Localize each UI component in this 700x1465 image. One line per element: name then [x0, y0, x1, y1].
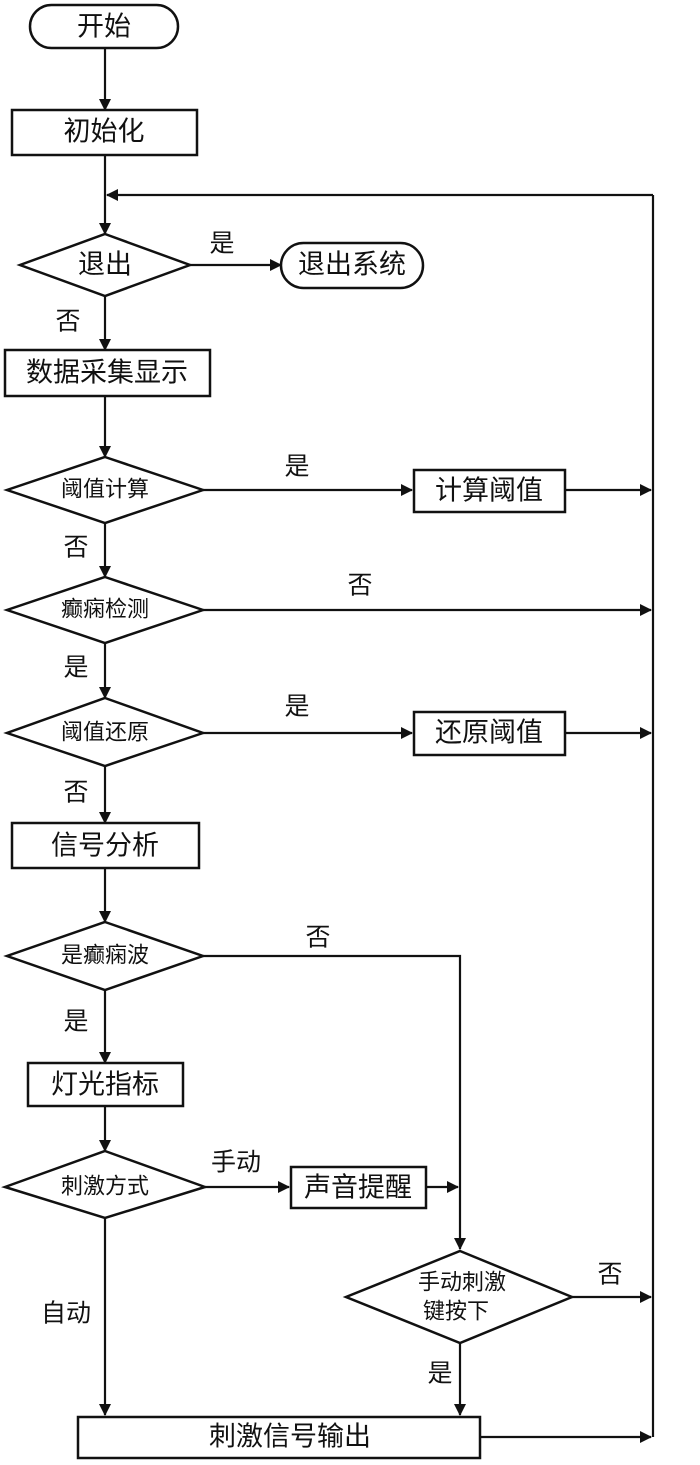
node-exit-system: 退出系统 — [279, 241, 425, 290]
init-process-shape — [10, 108, 199, 157]
edge-label-detect-yes: 是 — [63, 653, 88, 682]
node-exit-check: 退出 — [16, 232, 194, 298]
node-epilepsy-detect-check: 癫痫检测 — [3, 575, 207, 645]
sound-alert-process-shape — [289, 1165, 428, 1210]
light-indicator-process-shape — [26, 1061, 185, 1108]
edge-label-key-yes: 是 — [427, 1359, 452, 1388]
exit-system-label: 退出系统 — [298, 250, 406, 281]
edge-label-exit-no: 否 — [55, 307, 80, 336]
signal-analysis-label: 信号分析 — [51, 831, 159, 862]
edge-label-wave-yes: 是 — [63, 1007, 88, 1036]
edge-label-calc-yes: 是 — [284, 452, 309, 481]
signal-analysis-process-shape — [10, 821, 201, 870]
node-sound-alert: 声音提醒 — [289, 1165, 428, 1210]
acquire-display-label: 数据采集显示 — [26, 358, 188, 389]
node-restore-threshold: 还原阈值 — [412, 710, 567, 757]
node-start: 开始 — [28, 3, 180, 50]
stim-output-process-shape — [76, 1415, 482, 1460]
node-stim-mode-check: 刺激方式 — [1, 1149, 209, 1220]
epilepsy-detect-check-label: 癫痫检测 — [61, 598, 149, 623]
node-signal-analysis: 信号分析 — [10, 821, 201, 870]
stim-mode-decision-shape — [1, 1149, 209, 1220]
exit-check-label: 退出 — [78, 250, 132, 281]
node-threshold-restore-check: 阈值还原 — [3, 696, 207, 768]
node-calc-threshold: 计算阈值 — [412, 468, 567, 514]
node-light-indicator: 灯光指标 — [26, 1061, 185, 1108]
exit-decision-shape — [16, 232, 194, 298]
node-acquire-display: 数据采集显示 — [3, 348, 212, 398]
node-is-epileptic-wave-check: 是癫痫波 — [3, 920, 207, 992]
restore-threshold-process-shape — [412, 710, 567, 757]
is-epileptic-wave-decision-shape — [3, 920, 207, 992]
manual-stim-check-label-line1: 手动刺激 — [418, 1271, 506, 1296]
start-label: 开始 — [77, 12, 131, 43]
node-threshold-calc-check: 阈值计算 — [3, 455, 207, 525]
node-manual-stim-check: 手动刺激 键按下 — [342, 1249, 576, 1345]
manual-stim-check-label-line2: 键按下 — [423, 1300, 489, 1325]
edge-wave-no — [203, 954, 466, 1250]
calc-threshold-label: 计算阈值 — [435, 476, 543, 507]
threshold-restore-check-label: 阈值还原 — [61, 721, 149, 746]
init-label: 初始化 — [64, 117, 145, 148]
edge-label-restore-yes: 是 — [284, 692, 309, 721]
epilepsy-detect-decision-shape — [3, 575, 207, 645]
edge-label-mode-auto: 自动 — [41, 1299, 91, 1328]
sound-alert-label: 声音提醒 — [304, 1173, 412, 1204]
is-epileptic-wave-check-label: 是癫痫波 — [61, 944, 149, 969]
edge-label-exit-yes: 是 — [209, 229, 234, 258]
threshold-restore-decision-shape — [3, 696, 207, 768]
threshold-calc-check-label: 阈值计算 — [61, 478, 149, 503]
manual-stim-decision-shape — [342, 1249, 576, 1345]
threshold-calc-decision-shape — [3, 455, 207, 525]
exit-system-terminator-shape — [279, 241, 425, 290]
calc-threshold-process-shape — [412, 468, 567, 514]
edge-label-wave-no: 否 — [305, 923, 330, 952]
edge-label-key-no: 否 — [597, 1260, 622, 1289]
connectors — [99, 48, 655, 1443]
node-stim-output: 刺激信号输出 — [76, 1415, 482, 1460]
acquire-display-process-shape — [3, 348, 212, 398]
edge-label-calc-no: 否 — [63, 533, 88, 562]
edge-label-mode-manual: 手动 — [211, 1148, 261, 1177]
node-init: 初始化 — [10, 108, 199, 157]
edge-label-restore-no: 否 — [63, 778, 88, 807]
restore-threshold-label: 还原阈值 — [435, 718, 543, 749]
stim-mode-check-label: 刺激方式 — [61, 1175, 149, 1200]
edge-labels: 是 否 是 否 否 是 是 否 否 是 手动 自动 否 是 — [41, 229, 623, 1388]
light-indicator-label: 灯光指标 — [51, 1070, 159, 1101]
edge-label-detect-no: 否 — [347, 571, 372, 600]
stim-output-label: 刺激信号输出 — [209, 1422, 371, 1453]
start-terminator-shape — [28, 3, 180, 50]
